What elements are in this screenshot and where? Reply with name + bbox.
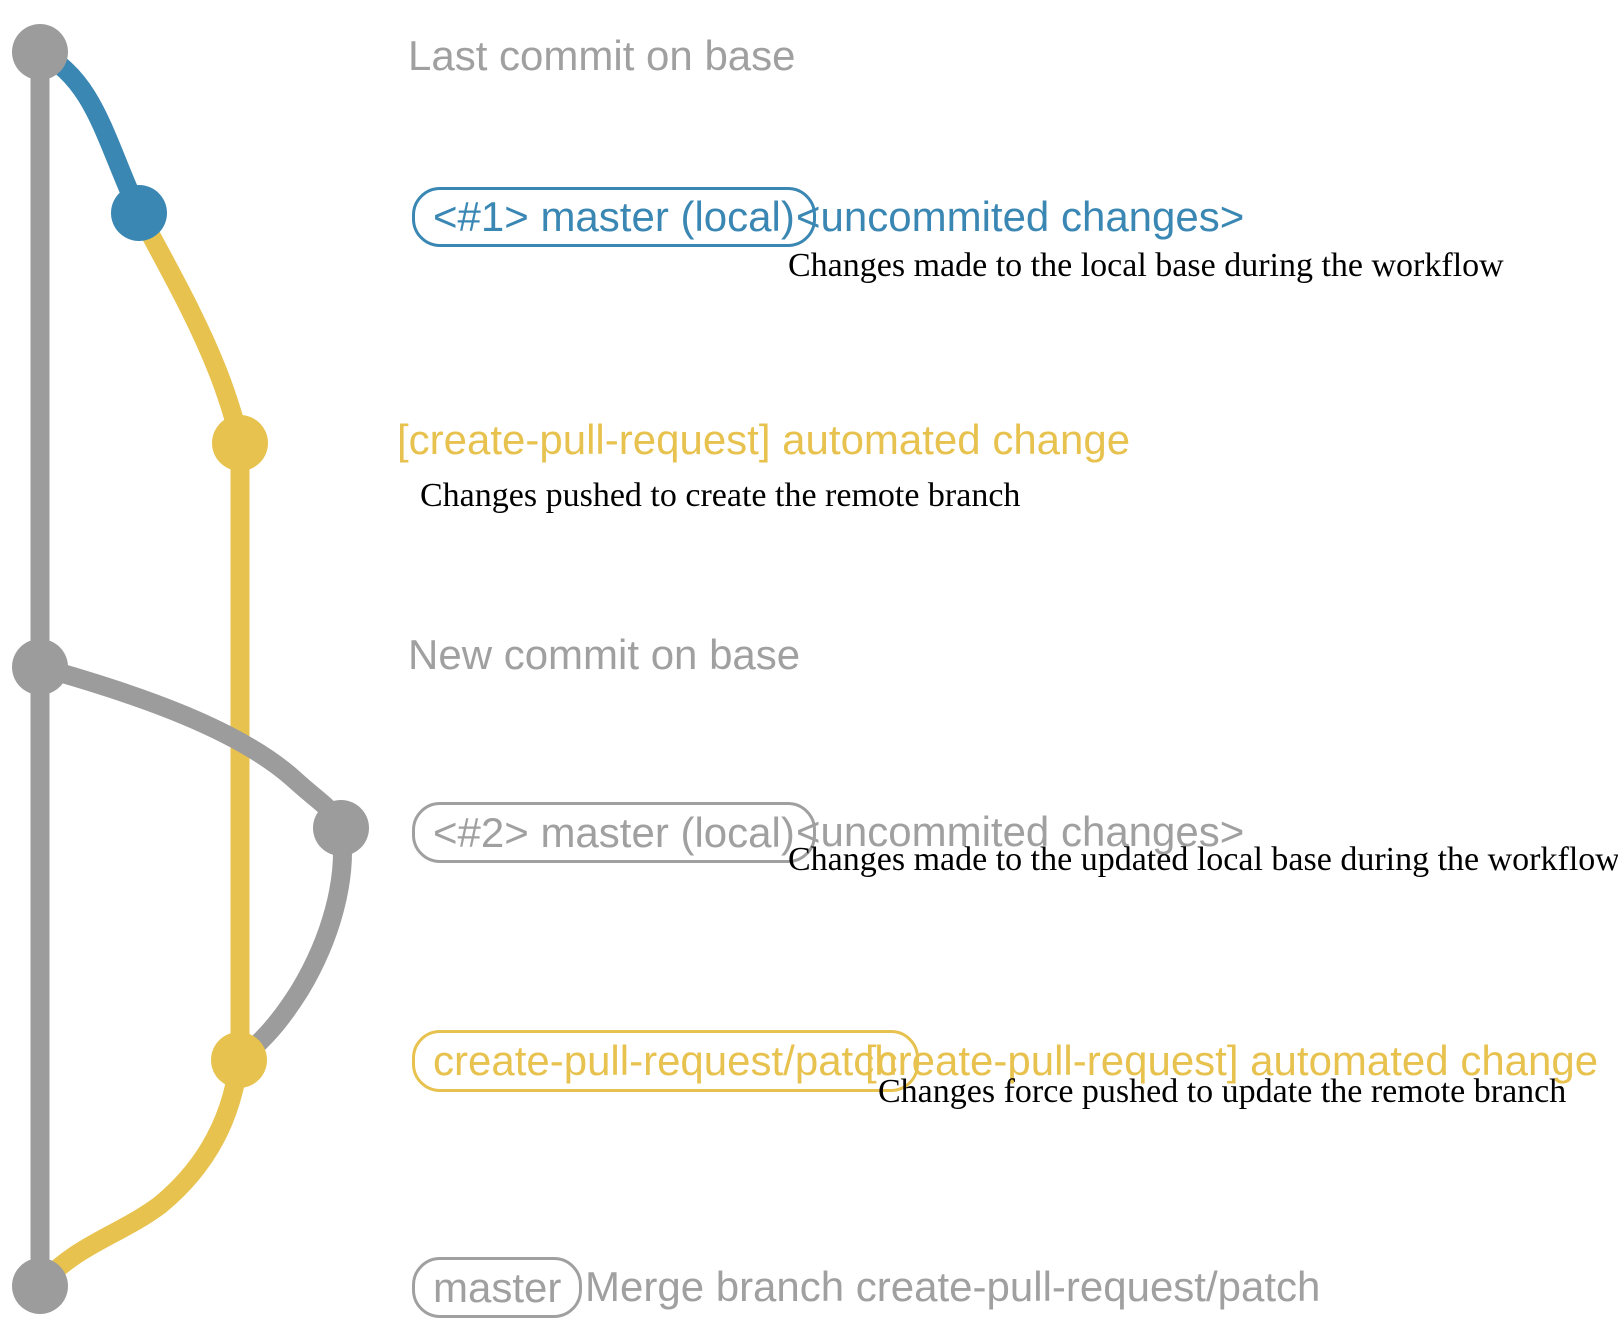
commit-node-new-base [12,639,68,695]
commit-node-uncommitted-2 [313,800,369,856]
detail-force-push-remote: Changes force pushed to update the remot… [878,1073,1567,1110]
detail-local-base-changes-1: Changes made to the local base during th… [788,247,1504,284]
commit-node-uncommitted-1 [111,185,167,241]
heading-automated-change-2: [create-pull-request] automated change [865,1037,1599,1084]
branch-badge-create-pull-request-patch: create-pull-request/patch [412,1030,919,1092]
commit-node-patch-1 [212,415,268,471]
edge-base-to-local1 [30,42,149,223]
heading-uncommitted-changes-2: <uncommited changes> [796,808,1245,855]
detail-local-base-changes-2: Changes made to the updated local base d… [788,841,1618,878]
edge-local2-to-patch2 [229,818,353,1070]
edge-local1-to-patch1 [129,203,250,453]
detail-push-create-remote: Changes pushed to create the remote bran… [420,477,1021,514]
label-new-commit-on-base: New commit on base [408,631,801,678]
git-graph [12,24,369,1314]
edge-base-to-local2 [30,657,351,838]
branch-badge-master: master [412,1257,583,1318]
label-last-commit-on-base: Last commit on base [408,32,796,79]
branch-badge-master-local-1: <#1> master (local) [412,187,816,247]
branch-badge-master-local-2: <#2> master (local) [412,802,816,863]
commit-node-merge [12,1258,68,1314]
commit-node-patch-2 [211,1032,267,1088]
commit-node-last-base [12,24,68,80]
heading-automated-change-1: [create-pull-request] automated change [397,416,1131,463]
edge-patch2-to-merge [30,1050,249,1296]
heading-uncommitted-changes-1: <uncommited changes> [796,193,1245,240]
label-merge-branch: Merge branch create-pull-request/patch [585,1263,1321,1310]
